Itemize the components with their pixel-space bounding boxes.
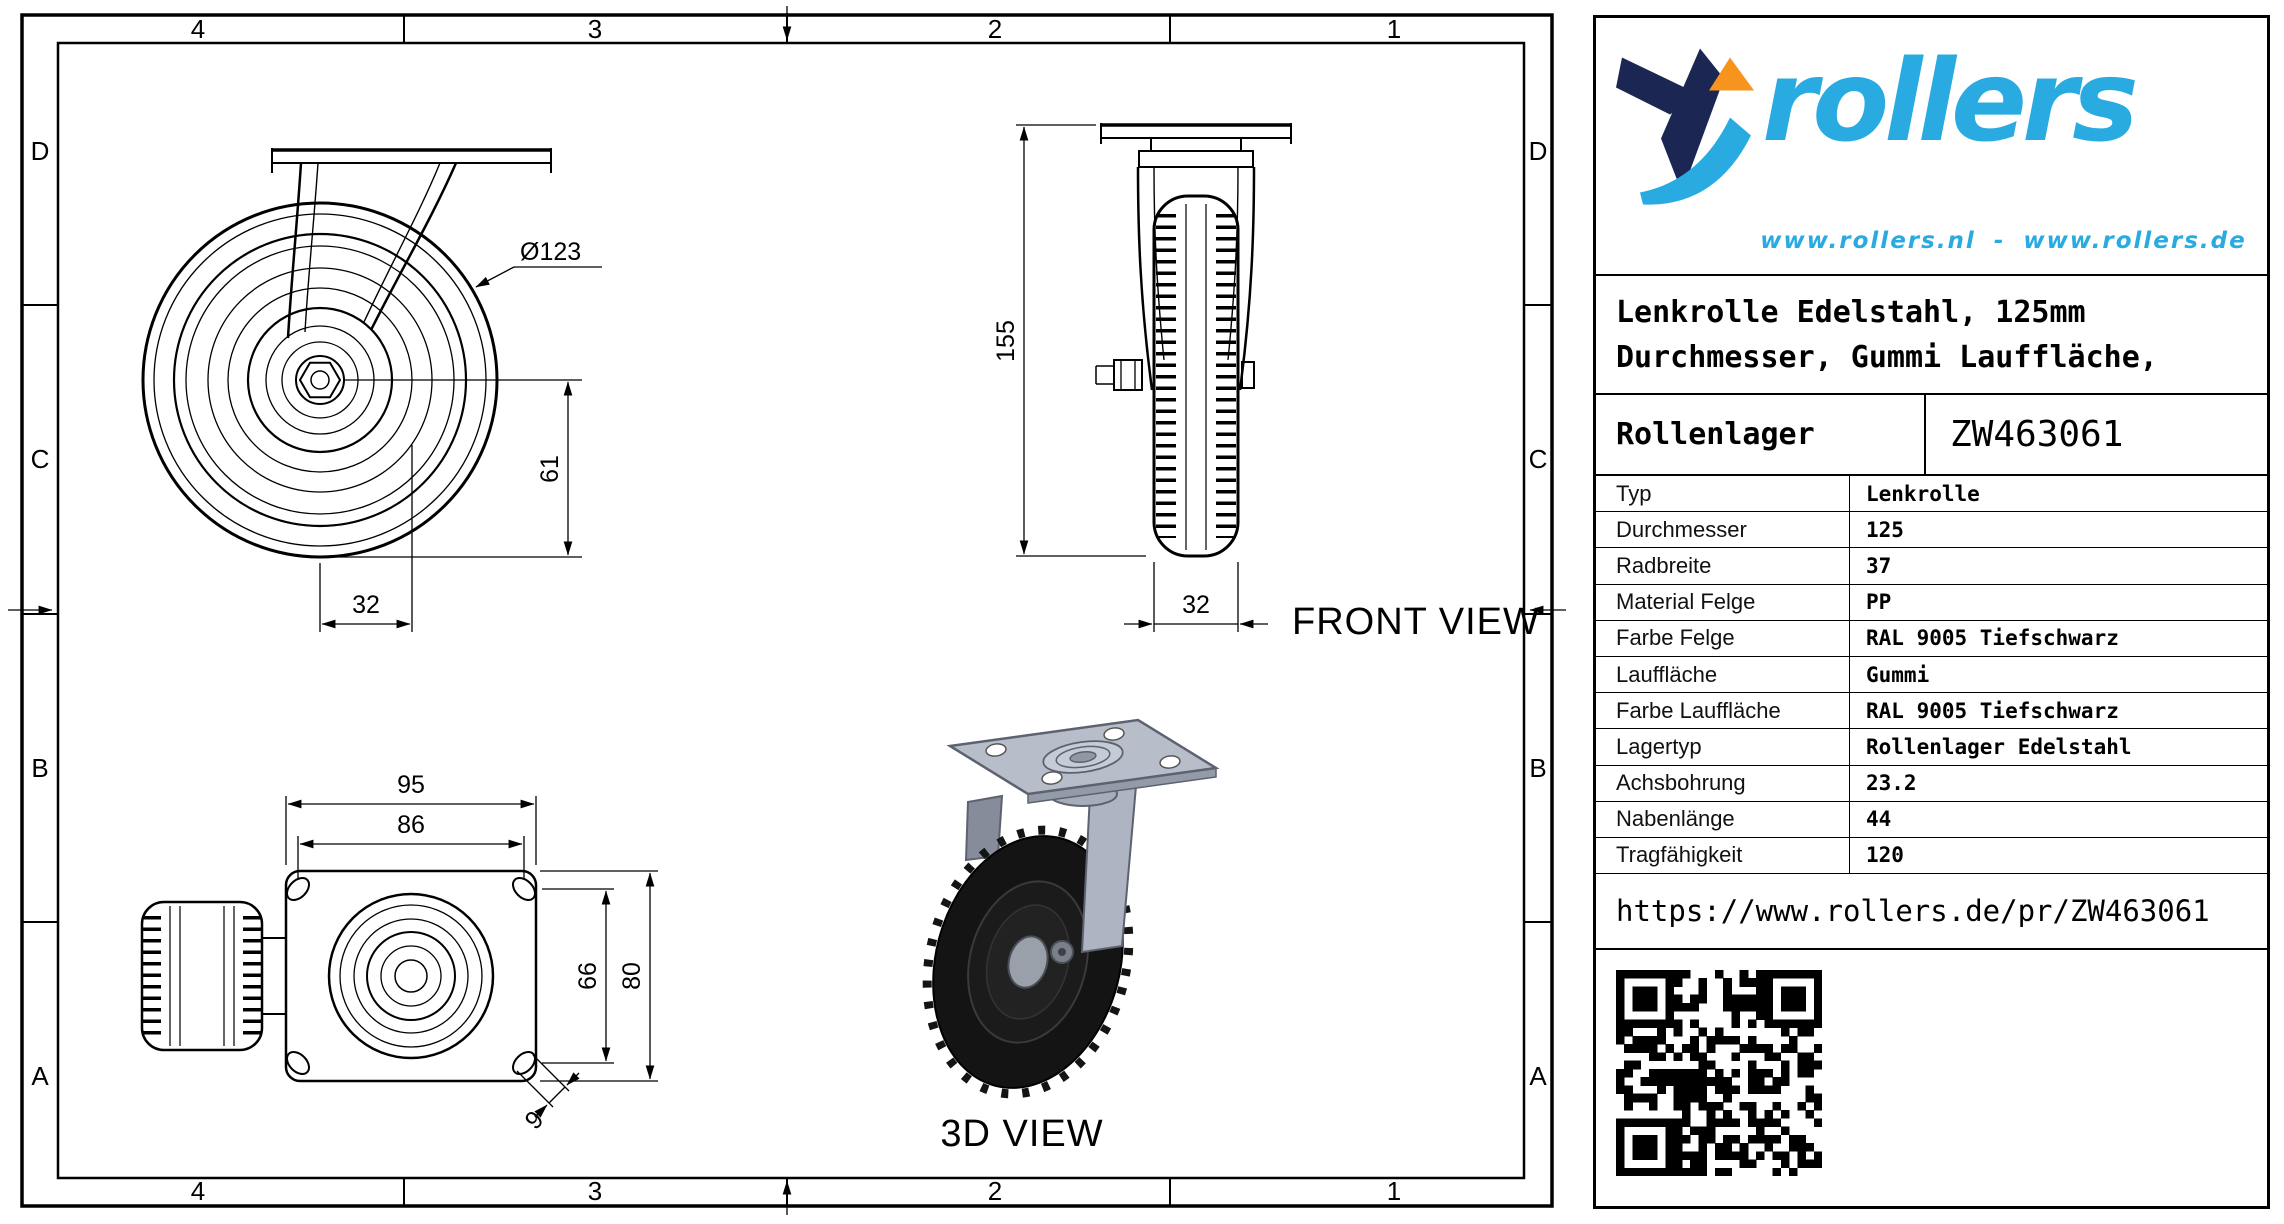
view-top xyxy=(140,869,538,1083)
spec-label: Lagertyp xyxy=(1596,729,1850,765)
spec-row: Lagertyp Rollenlager Edelstahl xyxy=(1596,729,2267,766)
logo-section: rollers www.rollers.nl - www.rollers.de xyxy=(1596,18,2267,276)
3d-view-label: 3D VIEW xyxy=(940,1113,1103,1155)
dim-text: 155 xyxy=(992,320,1020,362)
spec-label: Typ xyxy=(1596,476,1850,512)
spec-label: Durchmesser xyxy=(1596,512,1850,548)
spec-value: 37 xyxy=(1866,553,1892,578)
grid-label: D xyxy=(31,136,50,166)
brand-websites: www.rollers.nl - www.rollers.de xyxy=(1760,228,2247,254)
spec-value: 23.2 xyxy=(1866,771,1917,796)
grid-label: 2 xyxy=(988,14,1002,44)
spec-label: Farbe Felge xyxy=(1596,620,1850,656)
dim-text: 66 xyxy=(574,962,602,990)
grid-label: 4 xyxy=(191,14,205,44)
front-view-label: FRONT VIEW xyxy=(1292,601,1540,643)
spec-value: Gummi xyxy=(1866,662,1930,687)
dim-top-slot-width: 9 xyxy=(516,1054,580,1136)
spec-row: Durchmesser 125 xyxy=(1596,512,2267,549)
spec-row: Lauffläche Gummi xyxy=(1596,656,2267,694)
product-title: Lenkrolle Edelstahl, 125mm Durchmesser, … xyxy=(1596,276,2267,395)
grid-label: 4 xyxy=(191,1176,205,1206)
dim-text: 32 xyxy=(1182,591,1210,619)
sheet-frame: 4 3 2 1 4 3 2 1 D C B A D C B A xyxy=(8,6,1566,1215)
grid-label: B xyxy=(31,753,48,783)
spec-table: Typ Lenkrolle Durchmesser 125 Radbreite … xyxy=(1596,476,2267,875)
spec-label: Material Felge xyxy=(1596,584,1850,620)
spec-row: Material Felge PP xyxy=(1596,584,2267,621)
grid-label: 3 xyxy=(588,1176,602,1206)
url-row: https://www.rollers.de/pr/ZW463061 xyxy=(1596,874,2267,951)
dim-top-plate-depth: 80 xyxy=(540,870,658,1082)
spec-value: 120 xyxy=(1866,843,1904,868)
product-url-link[interactable]: https://www.rollers.de/pr/ZW463061 xyxy=(1616,894,2210,929)
rollers-logo-icon xyxy=(1616,48,1754,205)
spec-label: Tragfähigkeit xyxy=(1596,837,1850,874)
grid-label: 1 xyxy=(1387,14,1401,44)
spec-label: Lauffläche xyxy=(1596,656,1850,693)
spec-label: Achsbohrung xyxy=(1596,765,1850,801)
spec-row: Achsbohrung 23.2 xyxy=(1596,765,2267,802)
qr-code xyxy=(1616,970,1822,1177)
dim-top-plate-width: 95 xyxy=(285,771,537,865)
drawing-canvas: 4 3 2 1 4 3 2 1 D C B A D C B A xyxy=(8,6,1566,1215)
spec-value: PP xyxy=(1866,590,1892,615)
grid-label: 3 xyxy=(588,14,602,44)
spec-row: Typ Lenkrolle xyxy=(1596,476,2267,513)
spec-value: Rollenlager Edelstahl xyxy=(1866,734,2132,759)
grid-label: 2 xyxy=(988,1176,1002,1206)
dim-side-offset: 32 xyxy=(319,445,413,632)
spec-label: Radbreite xyxy=(1596,548,1850,584)
centering-arrows xyxy=(8,6,1566,1215)
dim-top-hole-spacing-h: 86 xyxy=(297,811,525,879)
product-title-line2: Durchmesser, Gummi Lauffläche, xyxy=(1616,340,2158,375)
spec-value: RAL 9005 Tiefschwarz xyxy=(1866,626,2119,651)
dim-side-radius: 61 xyxy=(328,379,582,558)
grid-label: D xyxy=(1529,136,1548,166)
dim-text: 86 xyxy=(397,811,425,839)
part-subtitle: Rollenlager xyxy=(1596,395,1926,474)
grid-label: A xyxy=(31,1061,49,1091)
dim-text: 32 xyxy=(352,591,380,619)
product-title-line1: Lenkrolle Edelstahl, 125mm xyxy=(1616,295,2086,330)
spec-label: Farbe Lauffläche xyxy=(1596,693,1850,729)
grid-label: 1 xyxy=(1387,1176,1401,1206)
view-front xyxy=(1095,123,1292,558)
spec-value: RAL 9005 Tiefschwarz xyxy=(1866,698,2119,723)
spec-label: Nabenlänge xyxy=(1596,801,1850,837)
dim-front-width: 32 xyxy=(1124,562,1268,632)
part-number: ZW463061 xyxy=(1950,414,2124,455)
dim-text: 61 xyxy=(536,455,564,483)
dim-text: 95 xyxy=(397,771,425,799)
view-3d xyxy=(922,718,1220,1099)
spec-row: Nabenlänge 44 xyxy=(1596,801,2267,838)
spec-row: Radbreite 37 xyxy=(1596,548,2267,585)
dim-text: 80 xyxy=(618,962,646,990)
spec-row: Farbe Felge RAL 9005 Tiefschwarz xyxy=(1596,620,2267,657)
spec-value: 44 xyxy=(1866,807,1892,832)
dim-side-diameter: Ø123 xyxy=(475,238,602,288)
spec-row: Tragfähigkeit 120 xyxy=(1596,837,2267,875)
dim-text: Ø123 xyxy=(520,238,581,266)
part-row: Rollenlager ZW463061 xyxy=(1596,395,2267,476)
grid-labels: 4 3 2 1 4 3 2 1 D C B A D C B A xyxy=(31,14,1548,1206)
dim-text: 9 xyxy=(520,1106,550,1136)
grid-label: B xyxy=(1529,753,1546,783)
grid-label: C xyxy=(1529,444,1548,474)
title-block: rollers www.rollers.nl - www.rollers.de … xyxy=(1593,15,2270,1209)
dim-front-height: 155 xyxy=(992,124,1146,557)
spec-row: Farbe Lauffläche RAL 9005 Tiefschwarz xyxy=(1596,693,2267,730)
spec-value: Lenkrolle xyxy=(1866,481,1980,506)
brand-name: rollers xyxy=(1762,37,2139,167)
view-side xyxy=(141,148,552,559)
spec-value: 125 xyxy=(1866,517,1904,542)
grid-label: A xyxy=(1529,1061,1547,1091)
qr-section xyxy=(1596,950,2267,1206)
grid-label: C xyxy=(31,444,50,474)
dim-top-hole-spacing-v: 66 xyxy=(542,888,614,1064)
